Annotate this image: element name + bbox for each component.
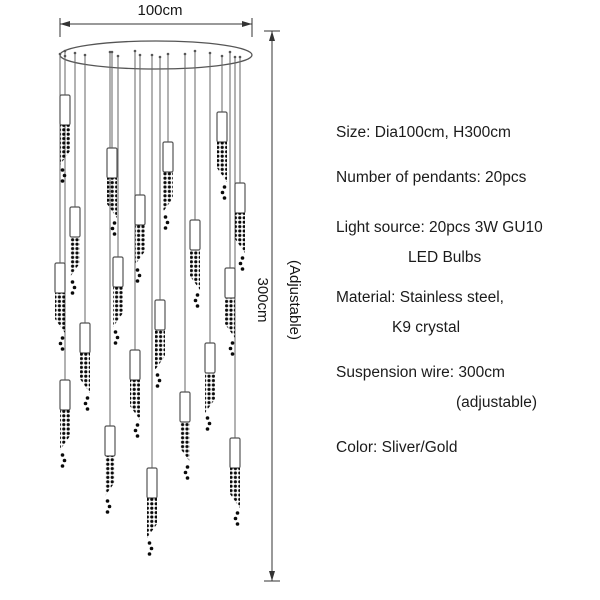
spec-light-source-line2: LED Bulbs: [408, 249, 482, 266]
arrowhead-down-icon: [269, 571, 275, 581]
pendant: [146, 467, 158, 556]
pendant: [104, 425, 116, 514]
pendant: [234, 182, 246, 271]
spec-size: Size: Dia100cm, H300cm: [336, 124, 511, 141]
pendant: [69, 206, 81, 295]
pendants-group: [54, 94, 246, 556]
pendant: [224, 267, 236, 356]
pendant: [189, 219, 201, 308]
spec-light-source-line1: Light source: 20pcs 3W GU10: [336, 219, 543, 236]
spec-color: Color: Sliver/Gold: [336, 439, 458, 456]
spec-suspension-line2: (adjustable): [456, 394, 537, 411]
arrowhead-right-icon: [242, 21, 252, 27]
pendant: [106, 147, 118, 236]
arrowhead-up-icon: [269, 31, 275, 41]
width-dimension: [59, 18, 253, 37]
spec-material-line1: Material: Stainless steel,: [336, 289, 504, 306]
width-label: 100cm: [137, 2, 182, 19]
pendant: [129, 349, 141, 438]
pendant: [179, 391, 191, 480]
height-label: 300cm: [254, 277, 271, 322]
chandelier-diagram: 100cm 300cm (Adjustable): [54, 2, 303, 582]
height-sublabel: (Adjustable): [286, 260, 303, 340]
spec-pendant-count: Number of pendants: 20pcs: [336, 169, 527, 186]
pendant: [229, 437, 241, 526]
pendant: [154, 299, 166, 388]
pendant: [79, 322, 91, 411]
spec-material-line2: K9 crystal: [392, 319, 461, 336]
pendant: [59, 379, 71, 468]
arrowhead-left-icon: [60, 21, 70, 27]
pendant: [59, 94, 71, 183]
spec-suspension-line1: Suspension wire: 300cm: [336, 364, 505, 381]
pendant: [134, 194, 146, 283]
pendant: [204, 342, 216, 431]
pendant: [162, 141, 174, 230]
pendant: [54, 262, 66, 351]
pendant: [216, 111, 228, 200]
height-dimension: [264, 30, 280, 582]
pendant: [112, 256, 124, 345]
